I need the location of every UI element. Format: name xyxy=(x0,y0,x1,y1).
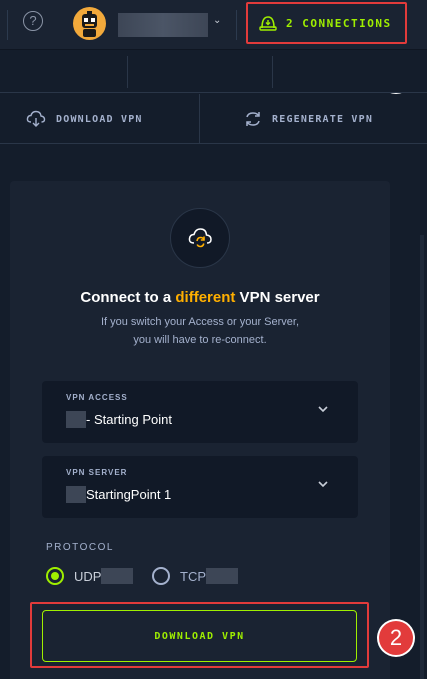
connections-button[interactable]: 2 CONNECTIONS xyxy=(246,2,407,44)
radio-label: UDP xyxy=(74,568,134,584)
vpn-server-value-text: StartingPoint 1 xyxy=(86,487,172,502)
title-text: VPN server xyxy=(235,289,320,306)
chevron-down-icon xyxy=(318,480,328,491)
redacted-text xyxy=(101,568,134,584)
subtitle-line: you will have to re-connect. xyxy=(133,334,267,346)
radio-dot[interactable] xyxy=(152,567,170,585)
chevron-down-icon xyxy=(318,405,328,416)
divider xyxy=(7,10,8,40)
udp-label: UDP xyxy=(74,568,102,584)
protocol-udp-radio[interactable]: UDP xyxy=(46,567,134,585)
download-vpn-action[interactable]: DOWNLOAD VPN xyxy=(26,94,143,144)
tcp-label: TCP xyxy=(180,568,206,584)
protocol-tcp-radio[interactable]: TCP xyxy=(152,567,238,585)
radio-label: TCP xyxy=(180,568,238,584)
vpn-server-select[interactable]: VPN SERVER StartingPoint 1 xyxy=(42,456,358,518)
connections-icon xyxy=(259,16,277,31)
actions-row: DOWNLOAD VPN REGENERATE VPN xyxy=(0,94,427,144)
divider xyxy=(272,56,273,88)
vpn-access-label: VPN ACCESS xyxy=(66,393,128,402)
vpn-access-value: - Starting Point xyxy=(66,411,172,428)
username-redacted[interactable] xyxy=(118,13,208,37)
divider xyxy=(127,56,128,88)
refresh-icon-circle xyxy=(170,208,230,268)
card-subtitle: If you switch your Access or your Server… xyxy=(10,313,390,349)
regenerate-vpn-label: REGENERATE VPN xyxy=(272,113,374,125)
protocol-label: PROTOCOL xyxy=(46,542,114,553)
refresh-icon xyxy=(246,112,260,126)
download-highlight-outline xyxy=(30,602,369,668)
download-vpn-label: DOWNLOAD VPN xyxy=(56,113,143,125)
redacted-text xyxy=(206,568,238,584)
vpn-card: Connect to a different VPN server If you… xyxy=(10,181,390,679)
divider xyxy=(236,10,237,40)
divider xyxy=(199,94,200,144)
redacted-text xyxy=(66,411,86,428)
download-vpn-button[interactable]: DOWNLOAD VPN xyxy=(42,610,357,662)
scrollbar[interactable] xyxy=(420,235,424,679)
avatar[interactable] xyxy=(73,7,106,40)
redacted-text xyxy=(66,486,86,503)
avatar-icon xyxy=(82,11,97,37)
vpn-access-value-text: - Starting Point xyxy=(86,412,172,427)
callout-badge-2: 2 xyxy=(379,621,413,655)
help-icon[interactable]: ? xyxy=(23,11,43,31)
radio-dot[interactable] xyxy=(46,567,64,585)
cloud-download-icon xyxy=(26,110,46,127)
vpn-server-label: VPN SERVER xyxy=(66,468,128,477)
subtitle-line: If you switch your Access or your Server… xyxy=(100,316,300,328)
cloud-refresh-icon xyxy=(188,228,212,248)
regenerate-vpn-action[interactable]: REGENERATE VPN xyxy=(244,94,373,144)
top-bar: ? ⌄ 2 CONNECTIONS xyxy=(0,0,427,50)
connections-label: 2 CONNECTIONS xyxy=(286,16,392,30)
card-title: Connect to a different VPN server xyxy=(10,289,390,306)
title-text: Connect to a xyxy=(80,289,176,306)
title-highlight: different xyxy=(175,289,236,306)
subrow xyxy=(0,51,427,93)
vpn-access-select[interactable]: VPN ACCESS - Starting Point xyxy=(42,381,358,443)
vpn-server-value: StartingPoint 1 xyxy=(66,486,171,503)
chevron-down-icon[interactable]: ⌄ xyxy=(213,15,222,26)
